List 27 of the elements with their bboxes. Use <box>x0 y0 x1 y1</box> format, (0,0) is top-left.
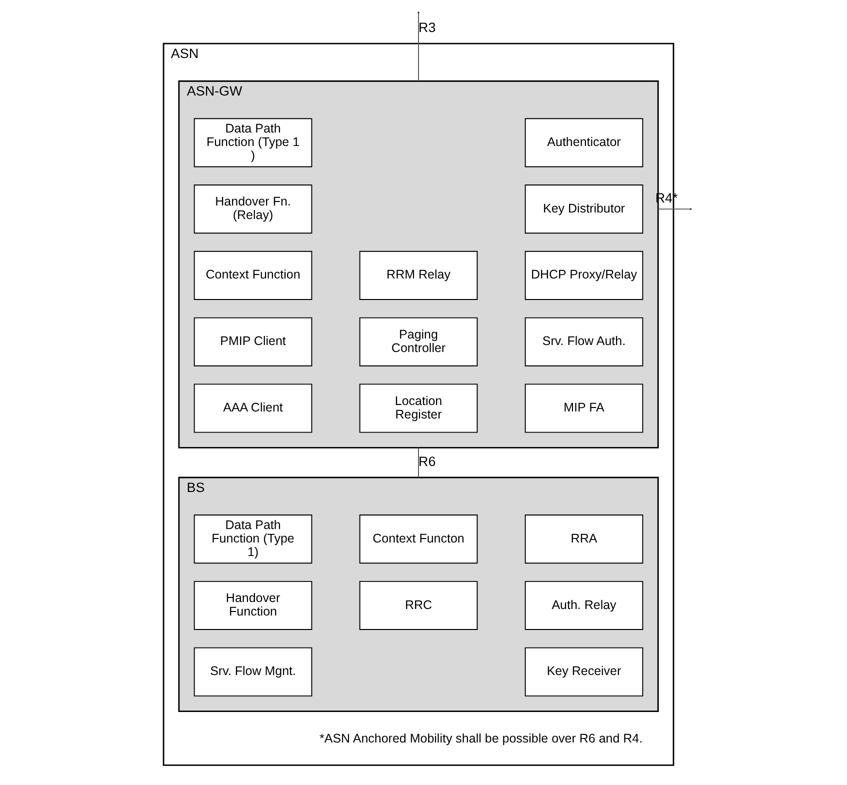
node-box: AAA Client <box>194 384 312 433</box>
node-box: Auth. Relay <box>524 580 644 630</box>
node-box: Data Path Function (Type 1 ) <box>194 118 312 168</box>
node-box: Handover Function <box>194 580 312 630</box>
node-box: Context Function <box>194 250 312 300</box>
node-box: DHCP Proxy/Relay <box>524 250 644 300</box>
node-box: Paging Controller <box>359 317 478 366</box>
node-box: Handover Fn. (Relay) <box>194 184 312 234</box>
node-box: RRA <box>524 514 644 564</box>
node-box: Data Path Function (Type 1) <box>194 514 312 564</box>
edge-label: R3 <box>418 20 436 36</box>
connector <box>658 208 691 210</box>
label: *ASN Anchored Mobility shall be possible over R6 and R4. <box>320 731 643 746</box>
node-box: MIP FA <box>524 384 644 433</box>
node-box: Srv. Flow Auth. <box>524 317 644 366</box>
node-box: Key Distributor <box>524 184 644 234</box>
connector <box>418 12 419 82</box>
connector <box>418 447 419 478</box>
node-box: Context Functon <box>359 514 478 564</box>
node-box: PMIP Client <box>194 317 312 366</box>
node-box: RRC <box>359 580 478 630</box>
edge-label: R6 <box>418 454 436 470</box>
node-box: Authenticator <box>524 118 644 168</box>
node-box: Key Receiver <box>524 647 644 696</box>
node-box: Srv. Flow Mgnt. <box>194 647 312 696</box>
node-box: RRM Relay <box>359 250 478 300</box>
node-box: Location Register <box>359 384 478 433</box>
